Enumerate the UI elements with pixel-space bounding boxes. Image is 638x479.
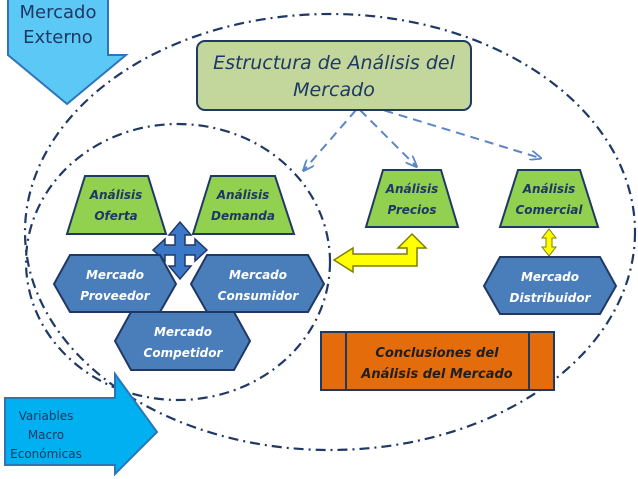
conclusiones-box: Conclusiones del Análisis del Mercado — [320, 331, 555, 391]
analisis-comercial-line1: Análisis — [522, 182, 576, 196]
variables-macro-line1: Variables — [19, 409, 74, 423]
analisis-oferta-node: Análisis Oferta — [65, 175, 168, 235]
conclusiones-line1: Conclusiones del — [375, 346, 499, 361]
mercado-externo-line1: Mercado — [20, 2, 97, 23]
mercado-proveedor-node: Mercado Proveedor — [52, 254, 178, 313]
mercado-competidor-line1: Mercado — [154, 325, 212, 339]
inner-market-circle — [24, 122, 332, 402]
mercado-consumidor-line2: Consumidor — [218, 289, 300, 303]
title-line2: Mercado — [293, 79, 375, 101]
variables-macro-line3: Económicas — [10, 447, 82, 461]
conclusiones-line2: Análisis del Mercado — [360, 367, 513, 382]
outer-environment-ellipse — [23, 12, 637, 452]
analisis-oferta-line1: Análisis — [89, 188, 143, 202]
analisis-precios-node: Análisis Precios — [364, 169, 460, 228]
title-line1: Estructura de Análisis del — [213, 52, 456, 74]
mercado-externo-arrow: Mercado Externo — [7, 0, 129, 106]
analisis-precios-line1: Análisis — [385, 182, 439, 196]
analisis-comercial-line2: Comercial — [515, 203, 583, 217]
title-connectors — [304, 105, 540, 170]
up-down-arrow-icon — [540, 228, 558, 257]
mercado-competidor-line2: Competidor — [144, 346, 224, 360]
analisis-oferta-line2: Oferta — [94, 209, 137, 223]
mercado-consumidor-line1: Mercado — [229, 268, 287, 282]
analisis-demanda-line2: Demanda — [211, 209, 275, 223]
mercado-consumidor-node: Mercado Consumidor — [189, 254, 326, 313]
mercado-distribuidor-node: Mercado Distribuidor — [482, 256, 618, 315]
title-box: Estructura de Análisis del Mercado — [196, 40, 472, 111]
bent-yellow-arrow — [332, 232, 428, 274]
mercado-distribuidor-line2: Distribuidor — [510, 291, 592, 305]
mercado-proveedor-line2: Proveedor — [80, 289, 151, 303]
variables-macro-line2: Macro — [28, 428, 64, 442]
mercado-competidor-node: Mercado Competidor — [113, 311, 252, 371]
analisis-demanda-node: Análisis Demanda — [191, 175, 296, 235]
analisis-demanda-line1: Análisis — [216, 188, 270, 202]
mercado-distribuidor-line1: Mercado — [521, 270, 579, 284]
four-way-arrow-icon — [151, 220, 209, 281]
analisis-precios-line2: Precios — [387, 203, 436, 217]
variables-macro-arrow: Variables Macro Económicas — [4, 370, 159, 477]
analisis-comercial-node: Análisis Comercial — [498, 169, 600, 228]
mercado-proveedor-line1: Mercado — [86, 268, 144, 282]
mercado-externo-line2: Externo — [23, 27, 93, 48]
